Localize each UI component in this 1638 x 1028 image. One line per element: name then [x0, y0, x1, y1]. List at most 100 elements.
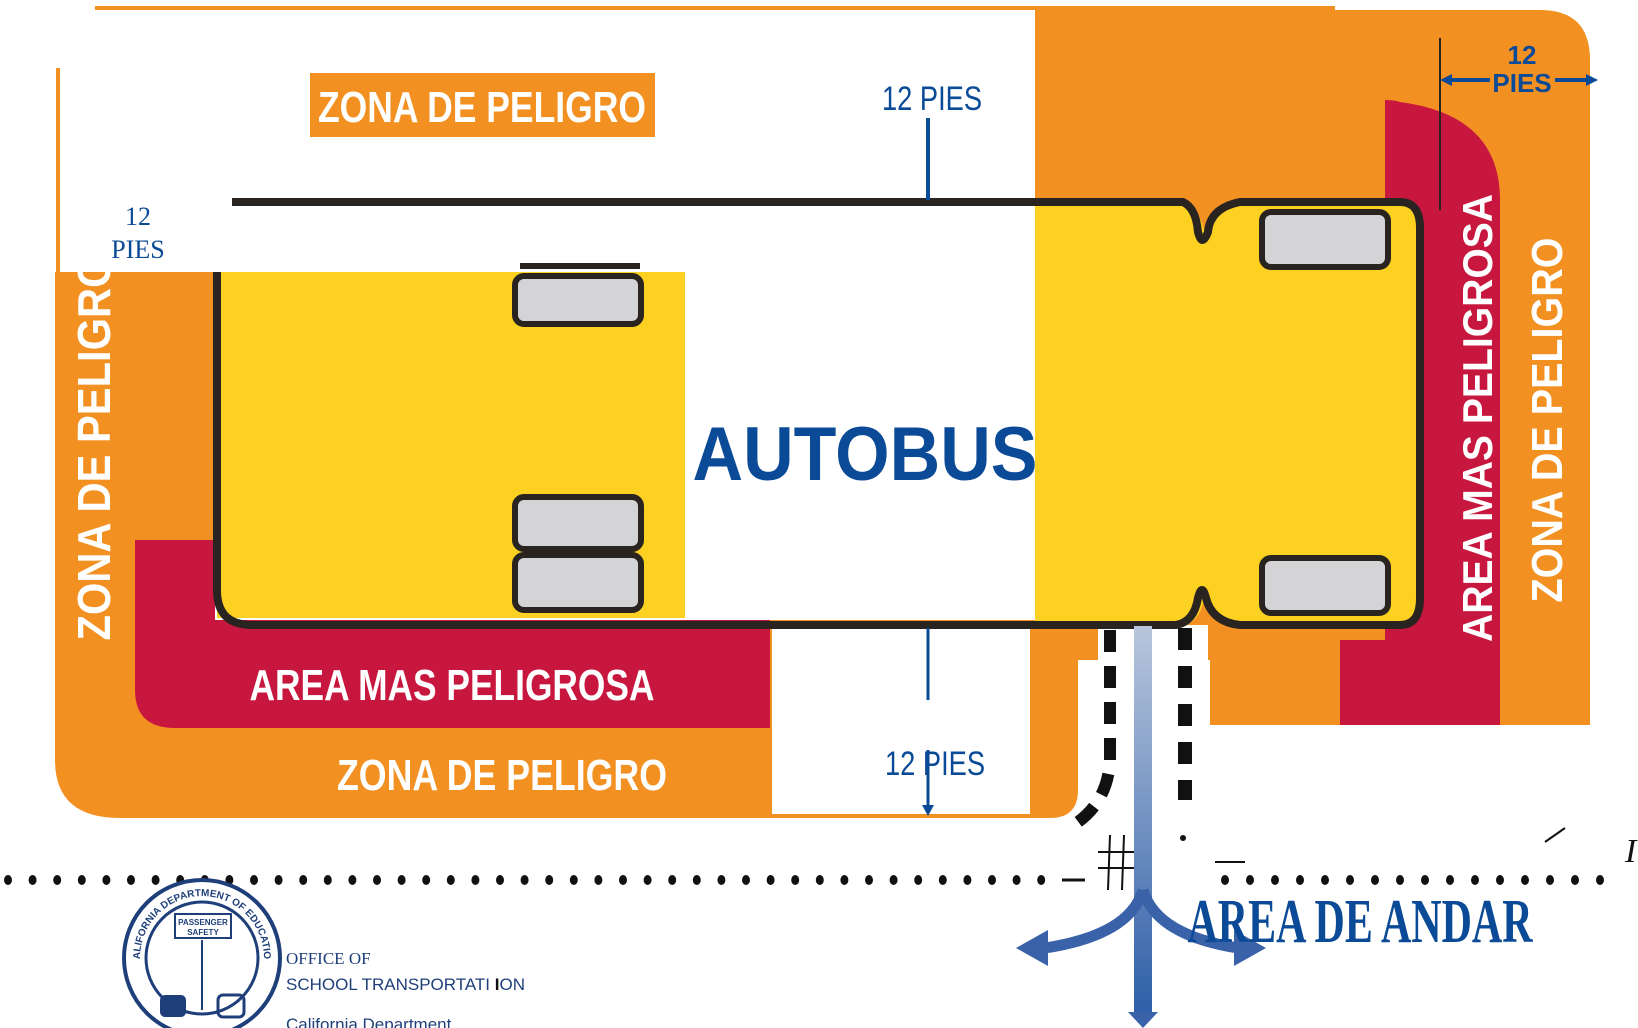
measure-right-unit: PIES	[1492, 68, 1551, 98]
bus-front-fill	[1035, 205, 1420, 625]
hash-v1	[1107, 834, 1111, 891]
curb-dot	[4, 875, 12, 885]
bus-outline	[213, 198, 1424, 629]
curb-dot	[717, 875, 726, 885]
office-line-2: SCHOOL TRANSPORTATI ION	[286, 975, 525, 994]
area-bottom-label: AREA MAS PELIGROSA	[250, 661, 655, 710]
curb-dot	[791, 875, 800, 885]
wheel-front-bottom	[1259, 555, 1391, 616]
curb-dot	[496, 875, 504, 885]
curb-dot	[1221, 875, 1229, 885]
curb-dot	[1346, 875, 1354, 885]
curb-dot	[1546, 875, 1554, 885]
curb-dot	[28, 875, 37, 885]
curb-dot	[1371, 875, 1379, 885]
curb-dot	[692, 875, 701, 885]
walk-gap-bottom	[772, 628, 1030, 814]
curb-dot	[1421, 875, 1429, 885]
hash-v2	[1121, 834, 1125, 891]
curb-dot	[127, 875, 135, 885]
curb-dot	[397, 875, 406, 885]
curb-dot	[914, 875, 923, 885]
curb-dot	[250, 875, 258, 885]
measure-left-unit: PIES	[111, 235, 164, 264]
zona-bottom-label: ZONA DE PELIGRO	[337, 751, 667, 800]
zona-top-box	[310, 73, 655, 137]
seal-inner-text-2: SAFETY	[187, 928, 219, 937]
curb-dot	[299, 875, 308, 885]
curb-dot	[1596, 875, 1604, 885]
curb-dotted-line-left	[4, 875, 1046, 885]
walk-arrow-right-head	[1234, 930, 1266, 966]
curb-dot	[446, 875, 455, 885]
measure-left-num: 12	[125, 202, 151, 231]
curb-dot	[1396, 875, 1404, 885]
walk-area-label: AREA DE ANDAR	[1188, 888, 1534, 956]
walk-arrow-branches	[1044, 888, 1239, 954]
zona-right-label: ZONA DE PELIGRO	[1523, 238, 1572, 603]
measure-bottom-label: 12 PIES	[885, 745, 985, 783]
area-right-label: AREA MAS PELIGROSA	[1454, 194, 1501, 642]
curb-dot	[545, 875, 554, 885]
curb-dot	[766, 875, 775, 885]
wheel-rear-top	[512, 273, 644, 327]
curb-dot	[594, 875, 603, 885]
curb-dot	[963, 875, 972, 885]
measure-right-num: 12	[1508, 40, 1537, 70]
curb-dot	[815, 875, 824, 885]
top-border-line	[95, 6, 1335, 10]
curb-dot	[348, 875, 357, 885]
curb-dot	[1296, 875, 1304, 885]
curb-dot	[1012, 875, 1021, 885]
walk-arrow-left-head	[1016, 930, 1048, 966]
measure-right-arrowhead-right	[1586, 74, 1598, 86]
curb-dot	[840, 875, 849, 885]
wheel-rear-bottom-2	[512, 552, 644, 613]
seal-banner	[174, 913, 232, 939]
edge-mark: I	[1624, 833, 1638, 870]
curb-dot	[1446, 875, 1454, 885]
curb-dot	[668, 875, 677, 885]
curb-dot	[373, 875, 381, 885]
seal-inner-text-1: PASSENGER	[178, 918, 228, 927]
small-dot-1	[1180, 835, 1186, 841]
seal-bus-icon-right	[216, 993, 246, 1019]
curb-dot	[619, 875, 627, 885]
measure-right-arrowhead-left	[1440, 74, 1452, 86]
curb-dot	[938, 875, 947, 885]
curb-dot	[323, 875, 332, 885]
curb-dotted-line-right	[1221, 875, 1604, 885]
curb-dot	[520, 875, 529, 885]
curb-dot	[53, 875, 62, 885]
curb-dot	[988, 875, 996, 885]
curb-dot	[1521, 875, 1529, 885]
curb-dot	[1571, 875, 1579, 885]
wheel-rear-bottom-1	[512, 494, 644, 552]
curb-dot	[274, 875, 283, 885]
curb-dot	[643, 875, 652, 885]
curb-dot	[569, 875, 578, 885]
curb-dot	[1321, 875, 1329, 885]
walk-path-dashed-left	[1074, 630, 1116, 827]
curb-dot	[151, 875, 160, 885]
measure-bottom-arrowhead	[922, 805, 934, 816]
curb-dot	[102, 875, 111, 885]
curb-dot	[1496, 875, 1504, 885]
seal-bus-icon-left	[160, 995, 186, 1017]
curb-dot	[865, 875, 873, 885]
zona-top-label: ZONA DE PELIGRO	[318, 83, 646, 132]
office-line-1: OFFICE OF	[286, 949, 371, 968]
curb-dot	[742, 875, 750, 885]
walk-arrow-down-head	[1128, 1012, 1158, 1028]
curb-dot	[889, 875, 898, 885]
walk-arrow-shaft	[1134, 626, 1152, 1014]
measure-top-label: 12 PIES	[882, 80, 982, 118]
most-dangerous-area-bottom	[135, 540, 770, 728]
department-partial: California Department	[286, 1015, 452, 1028]
curb-dot	[471, 875, 480, 885]
curb-dot	[1471, 875, 1479, 885]
small-mark-2	[1544, 827, 1566, 843]
curb-dot	[1271, 875, 1279, 885]
zona-left-label: ZONA DE PELIGRO	[68, 256, 120, 641]
